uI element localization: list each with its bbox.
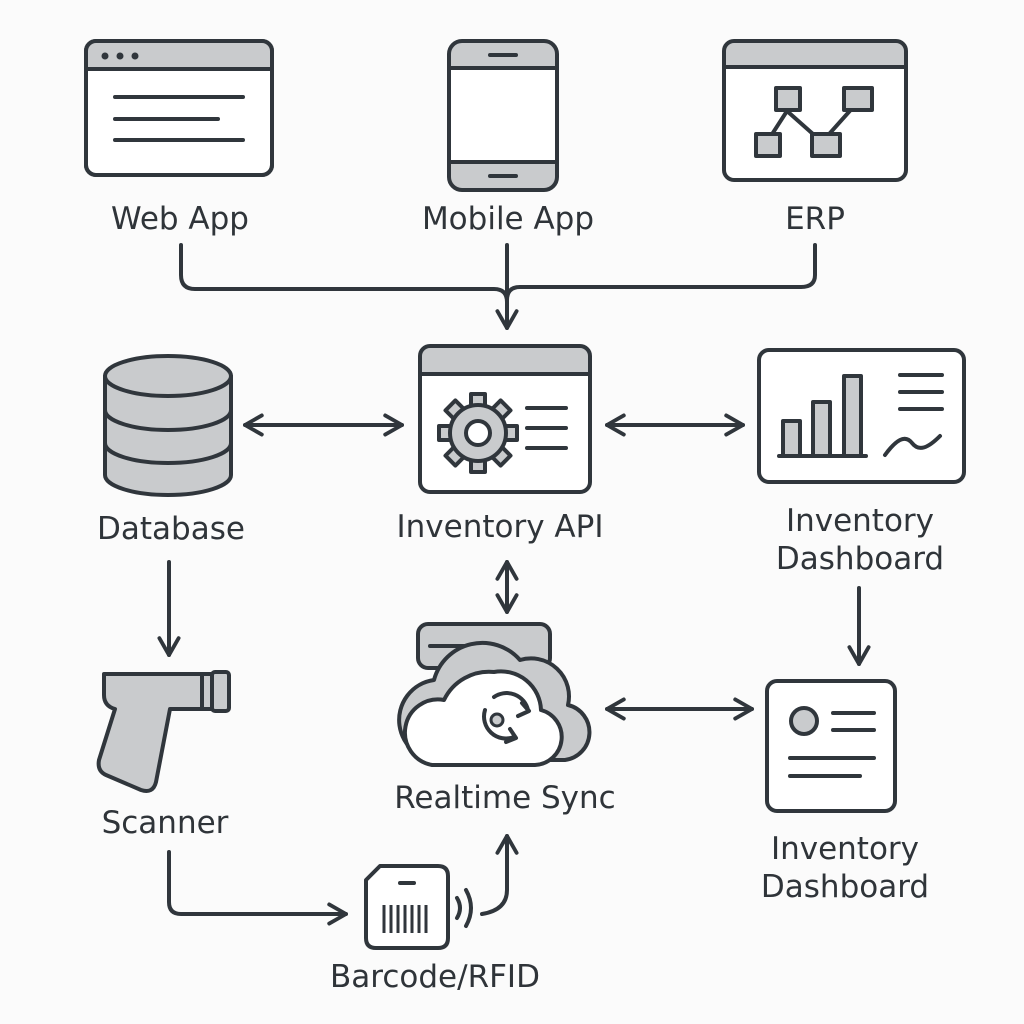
merge-connector [179, 243, 817, 330]
barcode-rfid-label: Barcode/RFID [330, 959, 540, 995]
erp-label: ERP [785, 201, 845, 237]
mobile-app-label: Mobile App [421, 201, 595, 237]
realtime-sync-label: Realtime Sync [394, 780, 616, 816]
barcode-scanner-icon [96, 670, 231, 793]
profile-card-icon [765, 679, 897, 813]
workflow-window-icon [722, 39, 908, 182]
rfid-tag-icon [364, 864, 473, 950]
dashboard-bottom-line-2: Dashboard [760, 869, 930, 905]
database-label: Database [97, 511, 245, 547]
bar-chart-dashboard-icon [757, 348, 966, 484]
scanner-label: Scanner [101, 805, 229, 841]
inventory-api-label: Inventory API [396, 509, 604, 545]
browser-window-icon [84, 39, 274, 177]
database-icon [103, 354, 233, 497]
dashboard-bottom-label: Inventory Dashboard [735, 830, 955, 906]
dashboard-bottom-line-1: Inventory [770, 831, 920, 867]
dashboard-top-label: Inventory Dashboard [750, 502, 970, 578]
dashboard-top-line-2: Dashboard [775, 541, 945, 577]
web-app-label: Web App [110, 201, 249, 237]
smartphone-icon [447, 39, 559, 192]
barcode-sync-connector [480, 834, 519, 916]
dashboard-top-line-1: Inventory [785, 503, 935, 539]
scanner-barcode-connector [167, 850, 348, 926]
settings-window-icon [418, 344, 592, 494]
cloud-sync-icon [397, 622, 592, 767]
